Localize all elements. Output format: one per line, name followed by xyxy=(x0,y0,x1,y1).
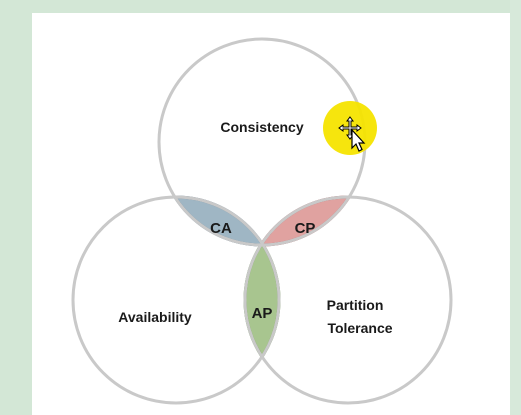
cp-label: CP xyxy=(295,220,316,237)
move-cursor-icon xyxy=(338,116,366,152)
consistency-label: Consistency xyxy=(220,119,303,135)
window-edge xyxy=(510,0,521,415)
partition-label: Partition xyxy=(327,297,384,313)
ca-label: CA xyxy=(210,220,232,237)
availability-circle xyxy=(71,195,281,405)
tolerance-label: Tolerance xyxy=(327,320,392,336)
slide-canvas xyxy=(32,13,510,415)
availability-label: Availability xyxy=(118,309,192,325)
ap-label: AP xyxy=(252,305,273,322)
partition-tolerance-circle xyxy=(243,195,453,405)
